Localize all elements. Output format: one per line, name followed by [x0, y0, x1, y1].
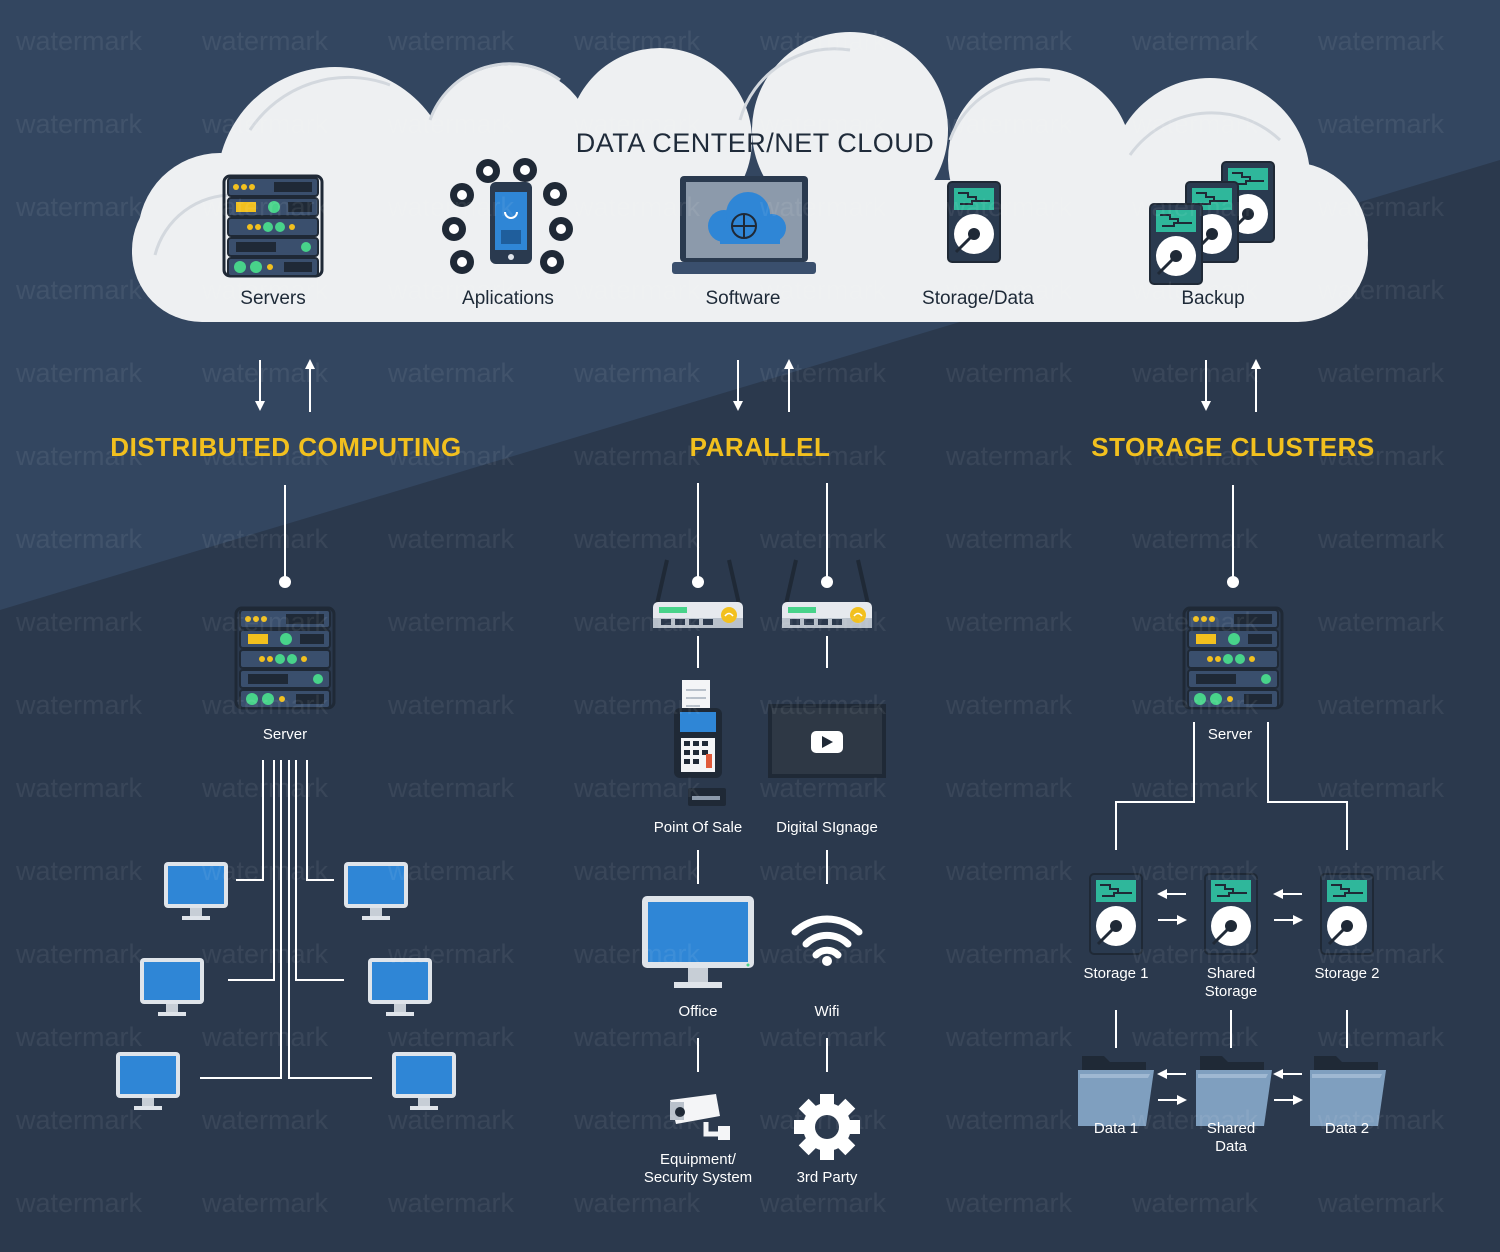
- gear-icon: [794, 1094, 860, 1160]
- storage-1-label: Storage 1: [1083, 965, 1149, 982]
- cloud-label-software: Software: [705, 288, 781, 309]
- desktop-monitor-icon: [344, 862, 408, 920]
- arrows-cloud-links: [255, 359, 1261, 412]
- cloud-label-applications: Aplications: [462, 288, 554, 309]
- desktop-monitor-icon: [368, 958, 432, 1016]
- hard-drive-icon: [1203, 872, 1259, 956]
- laptop-cloud-icon: [672, 176, 816, 274]
- office-label: Office: [678, 1003, 718, 1020]
- desktop-monitor-icon: [392, 1052, 456, 1110]
- desktop-monitor-icon: [164, 862, 228, 920]
- equipment-label-line-2: Security System: [643, 1169, 753, 1186]
- section-title-distributed-computing: DISTRIBUTED COMPUTING: [110, 432, 462, 462]
- smartphone-apps-icon: [442, 158, 573, 274]
- distributed-computing-diagram: [116, 485, 456, 1110]
- shared-data-label-line-2: Data: [1215, 1138, 1247, 1155]
- security-camera-icon: [670, 1094, 730, 1140]
- shared-data-label: Shared Data: [1171, 1120, 1291, 1156]
- distributed-server-label: Server: [262, 726, 308, 743]
- folder-icon: [1196, 1056, 1272, 1126]
- desktop-monitor-icon: [140, 958, 204, 1016]
- server-icon: [234, 606, 336, 710]
- data-1-label: Data 1: [1093, 1120, 1139, 1137]
- cloud-label-storage-data: Storage/Data: [922, 288, 1034, 309]
- equipment-label: Equipment/ Security System: [618, 1151, 778, 1187]
- shared-data-label-line-1: Shared: [1206, 1120, 1256, 1137]
- section-title-storage-clusters: STORAGE CLUSTERS: [1091, 432, 1375, 462]
- cloud-label-backup: Backup: [1181, 288, 1245, 309]
- section-title-parallel: PARALLEL: [689, 432, 831, 462]
- storage-2-label: Storage 2: [1314, 965, 1380, 982]
- server-rack-icon: [222, 174, 324, 278]
- storage-server-label: Server: [1207, 726, 1253, 743]
- point-of-sale-label: Point Of Sale: [653, 819, 743, 836]
- folder-icon: [1078, 1056, 1154, 1126]
- third-party-label: 3rd Party: [796, 1169, 858, 1186]
- shared-storage-label: Shared Storage: [1171, 965, 1291, 1001]
- cloud-title: DATA CENTER/NET CLOUD: [575, 128, 935, 158]
- digital-signage-label: Digital SIgnage: [776, 819, 878, 836]
- shared-storage-label-line-2: Storage: [1204, 983, 1258, 1000]
- desktop-monitor-icon: [116, 1052, 180, 1110]
- office-desktop-icon: [642, 896, 754, 988]
- server-icon: [1182, 606, 1284, 710]
- equipment-label-line-1: Equipment/: [660, 1151, 736, 1168]
- hard-drive-icon: [946, 180, 1002, 264]
- point-of-sale-terminal-icon: [674, 680, 726, 806]
- cloud-contours: [153, 47, 1282, 256]
- shared-storage-label-line-1: Shared: [1206, 965, 1256, 982]
- storage-clusters-diagram: [1078, 485, 1386, 1126]
- hard-drive-icon: [1088, 872, 1144, 956]
- wifi-icon: [791, 915, 863, 966]
- cloud-label-servers: Servers: [240, 288, 306, 309]
- hard-drive-icon: [1319, 872, 1375, 956]
- parallel-diagram: [642, 483, 886, 1160]
- folder-icon: [1310, 1056, 1386, 1126]
- digital-signage-screen-icon: [768, 704, 886, 778]
- wifi-label: Wifi: [814, 1003, 840, 1020]
- data-2-label: Data 2: [1324, 1120, 1370, 1137]
